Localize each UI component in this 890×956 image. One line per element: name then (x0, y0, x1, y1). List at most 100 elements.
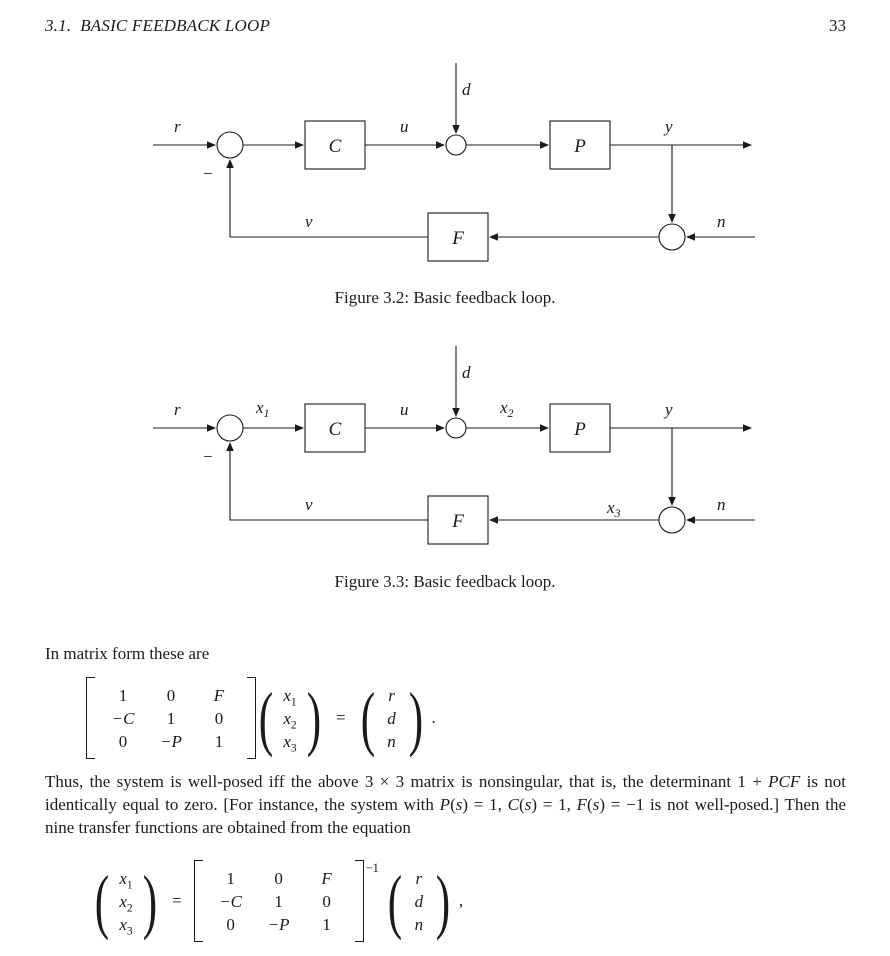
matrix-cell: 0 (166, 685, 176, 705)
vector-entry: n (414, 914, 424, 934)
sum-junction-1 (216, 131, 244, 159)
intro-text: In matrix form these are (45, 644, 210, 663)
label-v: v (305, 495, 313, 514)
block-F-label: F (451, 511, 464, 532)
right-bracket (354, 860, 364, 942)
matrix-cell: 1 (322, 914, 331, 934)
page-number: 33 (829, 16, 846, 35)
var-subscript: 1 (290, 695, 297, 708)
sum-junction-1 (216, 414, 244, 442)
vector-entry: x1 (283, 684, 297, 708)
block-C (304, 120, 366, 170)
feedback-arrow (226, 442, 428, 521)
matrix-cell: 0 (118, 731, 128, 751)
var-base: x (283, 685, 291, 705)
matrix-cell: 1 (226, 868, 235, 888)
matrix-cell: 0 (274, 868, 283, 888)
block-C-label: C (329, 419, 342, 440)
equation-punctuation: . (431, 708, 436, 727)
open-paren: ( (94, 861, 110, 941)
matrix-cell: 0 (214, 708, 224, 728)
matrix-cell: 1 (166, 708, 176, 728)
close-paren: ) (306, 678, 322, 758)
open-paren: ( (360, 678, 375, 758)
equals-sign: = (335, 708, 346, 727)
figure-3-2-caption: Figure 3.2: Basic feedback loop. (334, 288, 556, 307)
close-paren: ) (142, 861, 158, 941)
vector-entry: n (387, 731, 396, 751)
matrix-cell: −P (160, 731, 182, 751)
right-bracket (247, 677, 256, 759)
label-n: n (717, 495, 726, 514)
rhs-vector: r d n (378, 678, 406, 759)
figure-3-3-caption: Figure 3.3: Basic feedback loop. (334, 572, 556, 591)
var-base: x (119, 868, 127, 888)
open-paren: ( (258, 678, 274, 758)
inverse-exponent: −1 (365, 861, 379, 875)
coefficient-matrix: 1 0 F −C 1 0 0 −P 1 (95, 678, 247, 759)
label-x2: x2 (499, 398, 514, 420)
label-n: n (717, 212, 726, 231)
matrix-cell: F (321, 868, 332, 888)
feedback-arrow (226, 159, 428, 238)
matrix-cell: 1 (274, 891, 283, 911)
vector-entry: x3 (283, 730, 296, 754)
matrix-equation-1: 1 0 F −C 1 0 0 −P 1 ( x1 x2 x3 ) = ( r d… (86, 677, 436, 759)
matrix-cell: 0 (226, 914, 235, 934)
section-header: 3.1. BASIC FEEDBACK LOOP (45, 16, 271, 35)
equals-sign: = (171, 891, 182, 910)
block-F (427, 495, 489, 545)
block-F-label: F (451, 228, 464, 249)
rhs-vector: r d n (405, 861, 433, 942)
vector-entry: x1 (119, 867, 133, 891)
equation-punctuation: , (458, 891, 464, 910)
label-r: r (174, 400, 181, 419)
vector-entry: r (415, 868, 423, 888)
matrix-cell: −P (267, 914, 290, 934)
running-header: 3.1. BASIC FEEDBACK LOOP 33 (45, 16, 846, 36)
label-y: y (663, 400, 673, 419)
block-C-label: C (329, 136, 342, 157)
var-base: x (119, 914, 127, 934)
var-subscript: 2 (126, 901, 133, 914)
label-d: d (462, 80, 471, 99)
matrix-equation-2: ( x1 x2 x3 ) = 1 0 F −C 1 0 0 −P 1 −1 ( … (92, 860, 463, 942)
matrix-cell: 1 (214, 731, 224, 751)
open-paren: ( (387, 861, 403, 941)
figure-3-3-diagram: r − x1 u d x2 y n x3 v C P F (153, 346, 755, 545)
var-base: x (283, 708, 291, 728)
block-C (304, 403, 366, 453)
body-paragraph: Thus, the system is well-posed iff the a… (45, 772, 846, 837)
block-F (427, 212, 489, 262)
label-y: y (663, 117, 673, 136)
matrix-cell: −C (111, 708, 135, 728)
sum-junction-3 (658, 506, 686, 534)
matrix-cell: 1 (118, 685, 128, 705)
vector-entry: d (387, 708, 396, 728)
vector-entry: x2 (119, 890, 133, 914)
matrix-cell: 0 (322, 891, 331, 911)
var-subscript: 1 (126, 878, 133, 891)
var-base: x (283, 731, 291, 751)
close-paren: ) (435, 861, 451, 941)
var-subscript: 2 (290, 718, 297, 731)
var-base: x (119, 891, 127, 911)
label-u: u (400, 117, 409, 136)
figure-3-2-diagram: r − u d y n v C P F (153, 63, 755, 262)
sum-junction-2 (445, 134, 467, 156)
label-v: v (305, 212, 313, 231)
left-bracket (193, 860, 203, 942)
state-vector: x1 x2 x3 (112, 861, 140, 942)
minus-sign: − (203, 447, 213, 466)
matrix-cell: −C (219, 891, 242, 911)
matrix-cell: F (213, 685, 225, 705)
left-bracket (86, 677, 95, 759)
block-P (549, 120, 611, 170)
coefficient-matrix: 1 0 F −C 1 0 0 −P 1 (203, 861, 355, 942)
block-P-label: P (573, 419, 586, 440)
label-d: d (462, 363, 471, 382)
label-x1: x1 (255, 398, 270, 420)
label-u: u (400, 400, 409, 419)
sum-junction-2 (445, 417, 467, 439)
